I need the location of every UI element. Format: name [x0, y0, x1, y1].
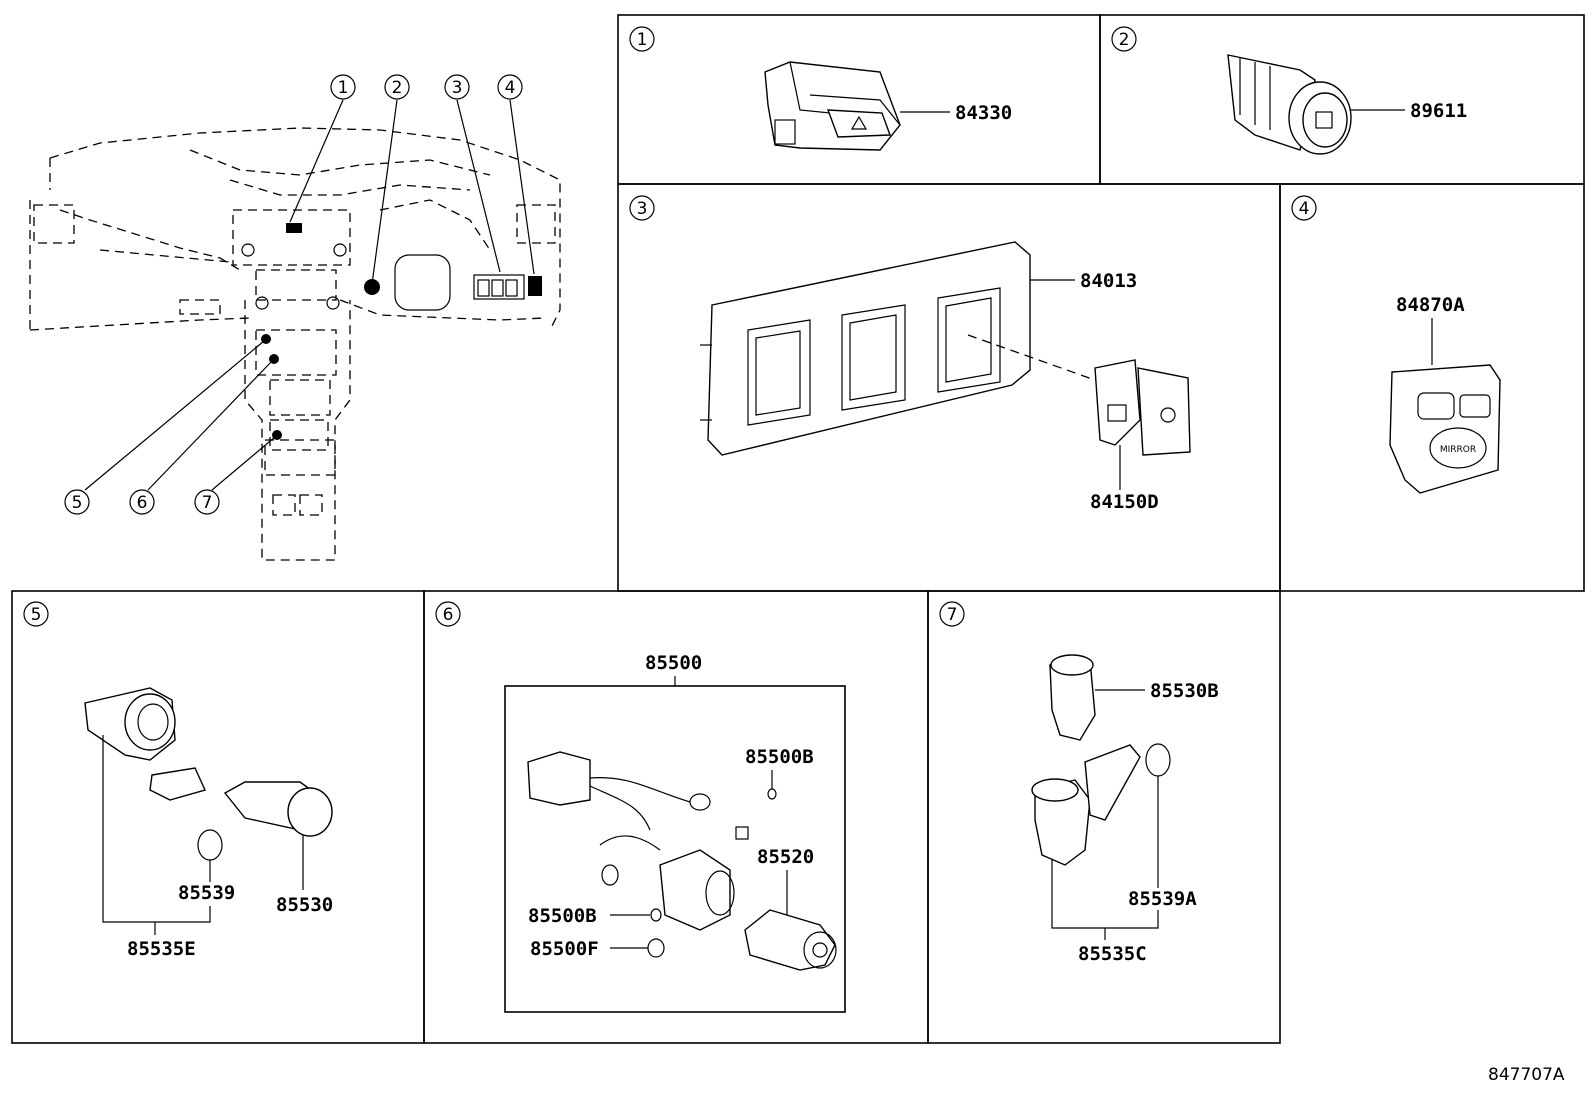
overview-callouts: 1 2 3 4 5 6 7	[64, 74, 523, 515]
panel-7-number: 7	[947, 605, 958, 625]
engine-start-switch-part	[1227, 54, 1352, 155]
part-label-84870A: 84870A	[1396, 294, 1465, 316]
part-label-85500: 85500	[645, 652, 702, 674]
panel-frames	[11, 14, 1585, 1044]
panel-3: 3 84013 84150D	[629, 195, 1191, 513]
panel-6-number: 6	[443, 605, 454, 625]
part-label-85530: 85530	[276, 894, 333, 916]
overview-callout-3: 3	[452, 78, 463, 98]
part-label-85539: 85539	[178, 882, 235, 904]
part-label-85500B-bottom: 85500B	[528, 905, 597, 927]
overview-callout-6: 6	[137, 493, 148, 513]
lighter-plug-part	[744, 909, 837, 971]
part-label-84330: 84330	[955, 102, 1012, 124]
panel-2: 2 89611	[1111, 26, 1467, 155]
panel-1-number: 1	[637, 30, 648, 50]
panel-7: 7 85530B 85539A 85535C	[939, 601, 1219, 965]
panel-5: 5 85539 85530 85535E	[23, 601, 333, 960]
overview-callout-1: 1	[338, 78, 349, 98]
fog-light-switch-part	[1094, 359, 1191, 456]
part-label-85539A: 85539A	[1128, 888, 1197, 910]
lighter-body-part	[659, 849, 735, 931]
part-label-85535E: 85535E	[127, 938, 196, 960]
part-label-84013: 84013	[1080, 270, 1137, 292]
overview-callout-2: 2	[392, 78, 403, 98]
lighter-harness-part	[527, 751, 749, 886]
part-label-85500F: 85500F	[530, 938, 599, 960]
svg-text:MIRROR: MIRROR	[1440, 445, 1476, 455]
panel-5-number: 5	[31, 605, 42, 625]
part-label-85500B-top: 85500B	[745, 746, 814, 768]
outlet-socket-part	[1031, 744, 1141, 866]
dashboard-overview	[29, 99, 561, 561]
hazard-switch-part	[764, 61, 901, 151]
overview-callout-5: 5	[72, 493, 83, 513]
part-label-84150D: 84150D	[1090, 491, 1159, 513]
panel-4-number: 4	[1299, 199, 1310, 219]
part-label-85520: 85520	[757, 846, 814, 868]
panel-3-number: 3	[637, 199, 648, 219]
part-label-85530B: 85530B	[1150, 680, 1219, 702]
panel-1: 1 84330	[629, 26, 1012, 151]
part-label-89611: 89611	[1410, 100, 1467, 122]
outlet-insert-part	[1049, 654, 1096, 741]
power-outlet-socket-part	[84, 687, 206, 801]
panel-6: 6 85500 85500B 85520 85500B 855	[435, 601, 846, 1013]
power-outlet-insert-part	[223, 781, 333, 837]
switch-bezel-part	[700, 241, 1031, 456]
panel-2-number: 2	[1119, 30, 1130, 50]
overview-callout-4: 4	[505, 78, 516, 98]
mirror-switch-part: MIRROR	[1389, 364, 1501, 494]
diagram-reference-code: 847707A	[1488, 1065, 1565, 1085]
part-label-85535C: 85535C	[1078, 943, 1147, 965]
panel-4: 4 84870A MIRROR	[1291, 195, 1501, 494]
overview-callout-7: 7	[202, 493, 213, 513]
